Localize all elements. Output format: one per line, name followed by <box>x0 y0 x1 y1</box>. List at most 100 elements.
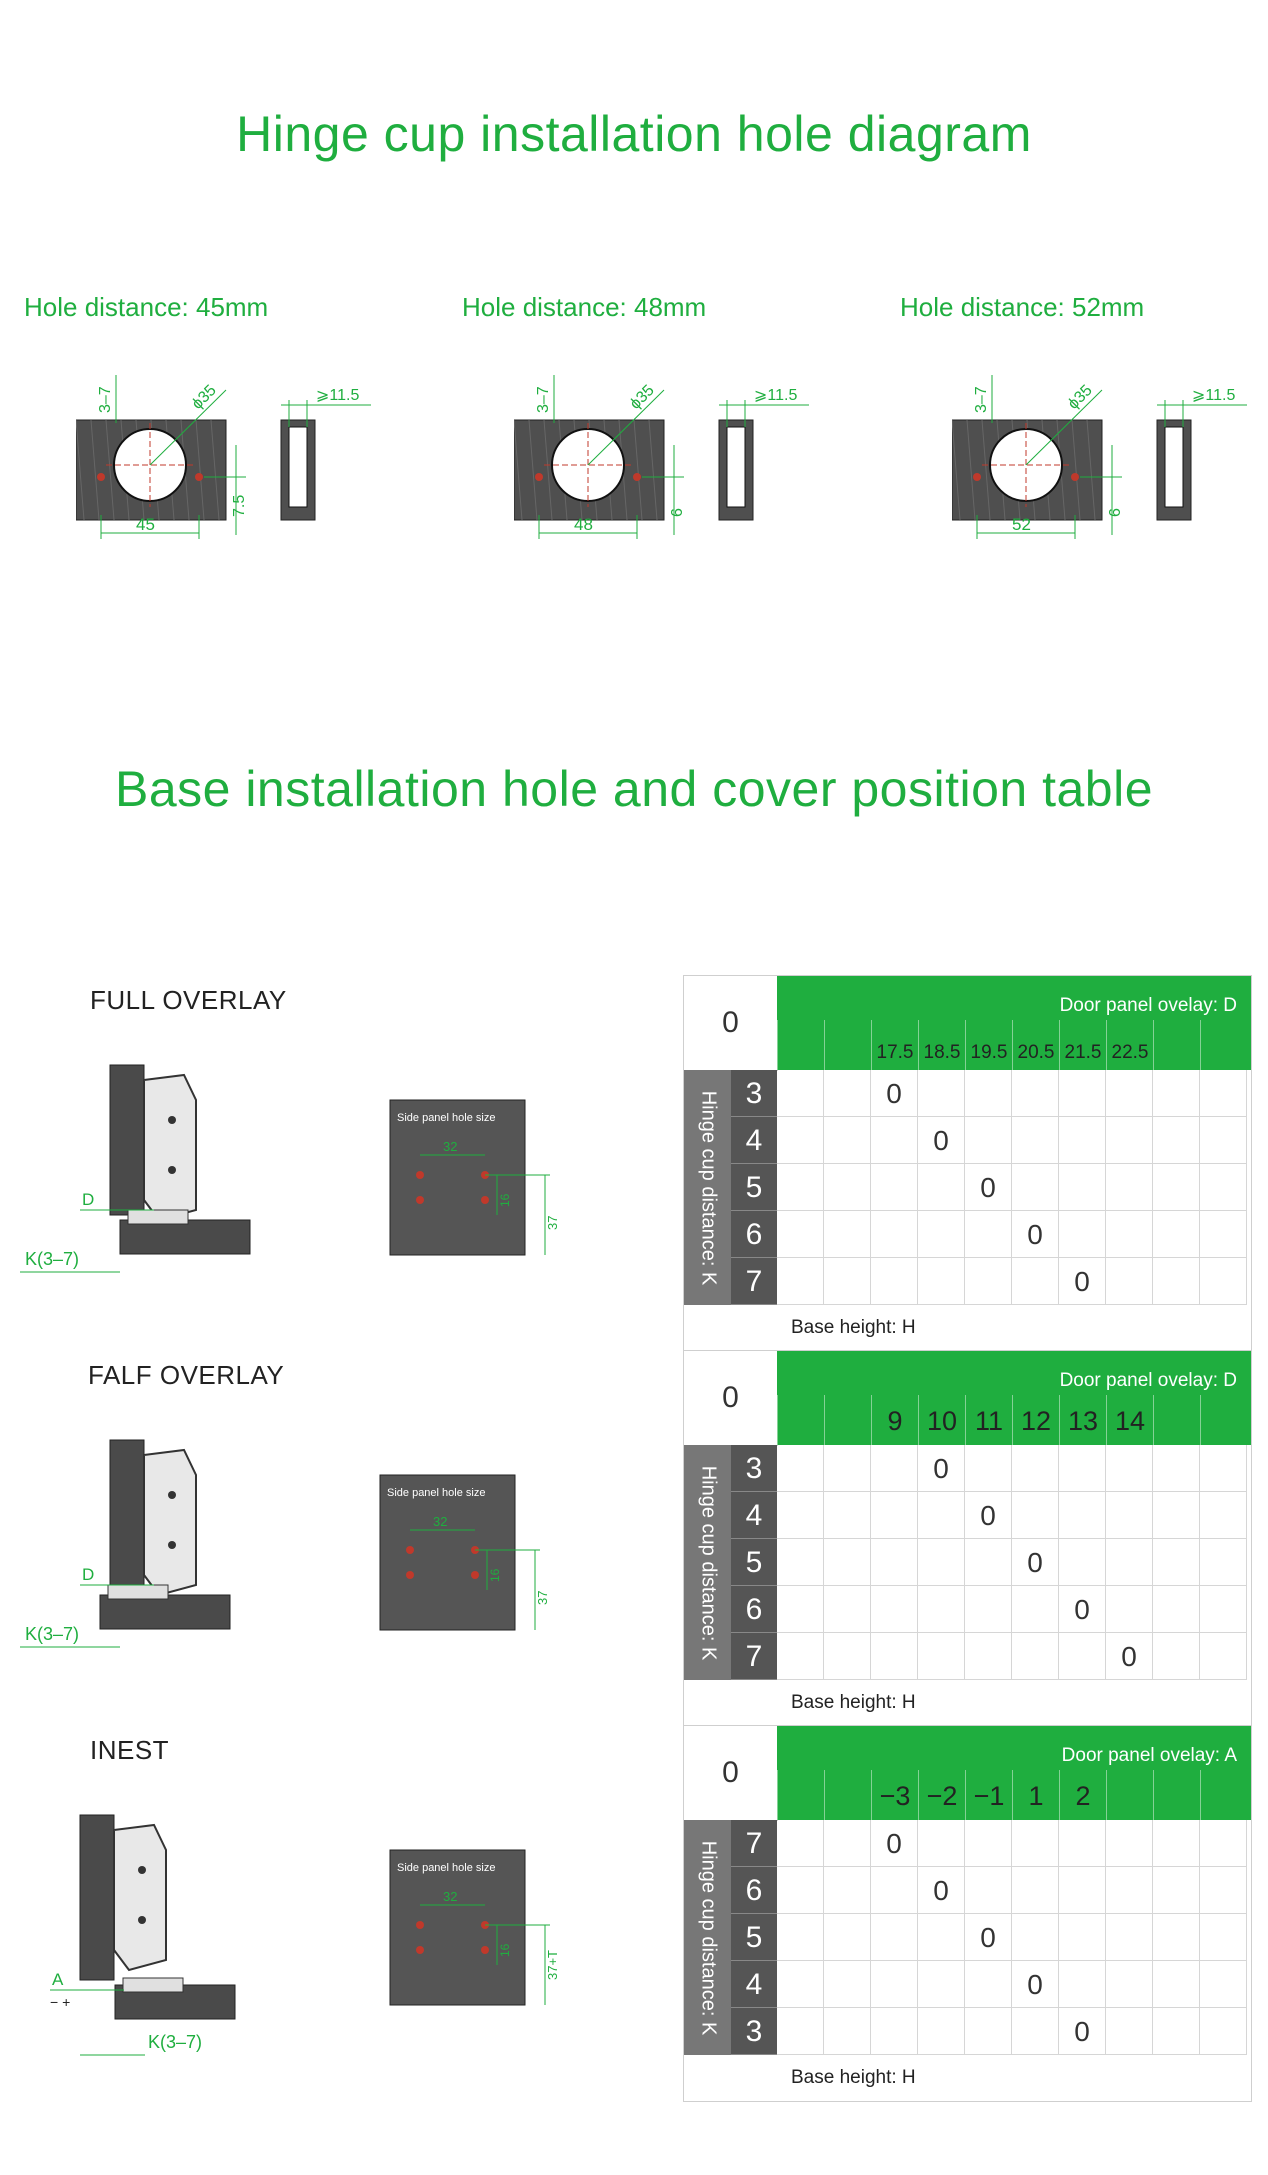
table-cell <box>1153 1070 1200 1117</box>
table-cell <box>1012 1586 1059 1633</box>
column-header <box>824 1020 871 1070</box>
table-cell <box>965 1539 1012 1586</box>
table-cell <box>871 1914 918 1961</box>
table-cell <box>1059 1539 1106 1586</box>
table-cell <box>1153 1117 1200 1164</box>
row-header: 3 <box>731 1070 777 1117</box>
table-cell <box>965 1961 1012 2008</box>
column-header <box>1200 1020 1247 1070</box>
table-cell <box>777 1539 824 1586</box>
hole-spacing-label: 32 <box>443 1139 457 1154</box>
row-header: 4 <box>731 1961 777 2008</box>
table-cell <box>965 1445 1012 1492</box>
table-cell <box>777 1867 824 1914</box>
table-cell <box>1012 1070 1059 1117</box>
column-header <box>824 1770 871 1820</box>
table-cell <box>777 2008 824 2055</box>
column-header: 11 <box>965 1395 1012 1445</box>
table-cell <box>824 1258 871 1305</box>
column-header: 20.5 <box>1012 1020 1059 1070</box>
side-panel-label: Side panel hole size <box>397 1112 495 1124</box>
table-cell <box>871 1117 918 1164</box>
table-cell <box>918 2008 965 2055</box>
table-cell <box>1059 1492 1106 1539</box>
column-header: −3 <box>871 1770 918 1820</box>
table-cell <box>871 1211 918 1258</box>
column-header <box>777 1770 824 1820</box>
table-cell <box>1012 1914 1059 1961</box>
hole-spacing-label: 37+T <box>545 1950 560 1980</box>
table-cell <box>824 1117 871 1164</box>
row-axis-label: Hinge cup distance: K <box>684 1070 731 1305</box>
row-axis-label: Hinge cup distance: K <box>684 1820 731 2055</box>
table-cell <box>871 1445 918 1492</box>
table-corner: 0 <box>684 1351 778 1446</box>
table-cell: 0 <box>1059 1586 1106 1633</box>
table-cell <box>1012 1492 1059 1539</box>
table-cell <box>1012 1117 1059 1164</box>
table-cell <box>1059 1445 1106 1492</box>
table-cell <box>1200 1164 1247 1211</box>
section-title: Base installation hole and cover positio… <box>114 761 1154 817</box>
table-cell <box>1200 1914 1247 1961</box>
table-cell <box>1200 1070 1247 1117</box>
column-header <box>777 1020 824 1070</box>
hole-distance-label: Hole distance: 48mm <box>462 292 707 322</box>
table-cell <box>1106 1070 1153 1117</box>
table-cell <box>918 1539 965 1586</box>
side-panel-label: Side panel hole size <box>387 1487 485 1499</box>
dimension-label: 3–7 <box>973 386 990 413</box>
table-cell <box>871 1258 918 1305</box>
row-header: 4 <box>731 1117 777 1164</box>
column-header: 14 <box>1106 1395 1153 1445</box>
column-header: −2 <box>918 1770 965 1820</box>
dimension-label: 45 <box>136 515 155 534</box>
column-header: 9 <box>871 1395 918 1445</box>
table-cell <box>1012 1867 1059 1914</box>
table-cell <box>918 1070 965 1117</box>
table-cell <box>1059 1633 1106 1680</box>
column-header: 10 <box>918 1395 965 1445</box>
dimension-label: ϕ35 <box>1065 382 1096 413</box>
dimension-label: ⩾11.5 <box>754 387 797 404</box>
dimension-label: 52 <box>1012 515 1031 534</box>
table-cell <box>1200 1961 1247 2008</box>
column-header: 1 <box>1012 1770 1059 1820</box>
overlay-header: Door panel ovelay: D <box>777 976 1251 1020</box>
table-cell <box>777 1914 824 1961</box>
table-cell <box>824 1539 871 1586</box>
hinge-side-view: DK(3–7) <box>20 1064 251 1273</box>
column-header: 22.5 <box>1106 1020 1153 1070</box>
table-cell <box>1012 2008 1059 2055</box>
overlay-dimension-label: A <box>52 1970 64 1989</box>
row-header: 7 <box>731 1820 777 1867</box>
table-cell <box>1059 1867 1106 1914</box>
table-cell <box>777 1117 824 1164</box>
table-cell <box>824 1914 871 1961</box>
table-cell <box>871 2008 918 2055</box>
table-cell <box>1106 1211 1153 1258</box>
table-cell <box>1153 1820 1200 1867</box>
table-cell <box>1200 1211 1247 1258</box>
table-cell <box>1153 1961 1200 2008</box>
table-cell <box>965 1820 1012 1867</box>
table-cell <box>1059 1164 1106 1211</box>
table-cell: 0 <box>965 1492 1012 1539</box>
column-header <box>1153 1770 1200 1820</box>
table-cell <box>1012 1820 1059 1867</box>
table-cell <box>918 1633 965 1680</box>
table-cell <box>1059 1914 1106 1961</box>
row-header: 4 <box>731 1492 777 1539</box>
dimension-label: 3–7 <box>97 386 114 413</box>
row-header: 5 <box>731 1539 777 1586</box>
table-cell: 0 <box>1059 1258 1106 1305</box>
dimension-label: ϕ35 <box>189 382 220 413</box>
table-cell <box>824 1070 871 1117</box>
table-cell <box>1153 1867 1200 1914</box>
